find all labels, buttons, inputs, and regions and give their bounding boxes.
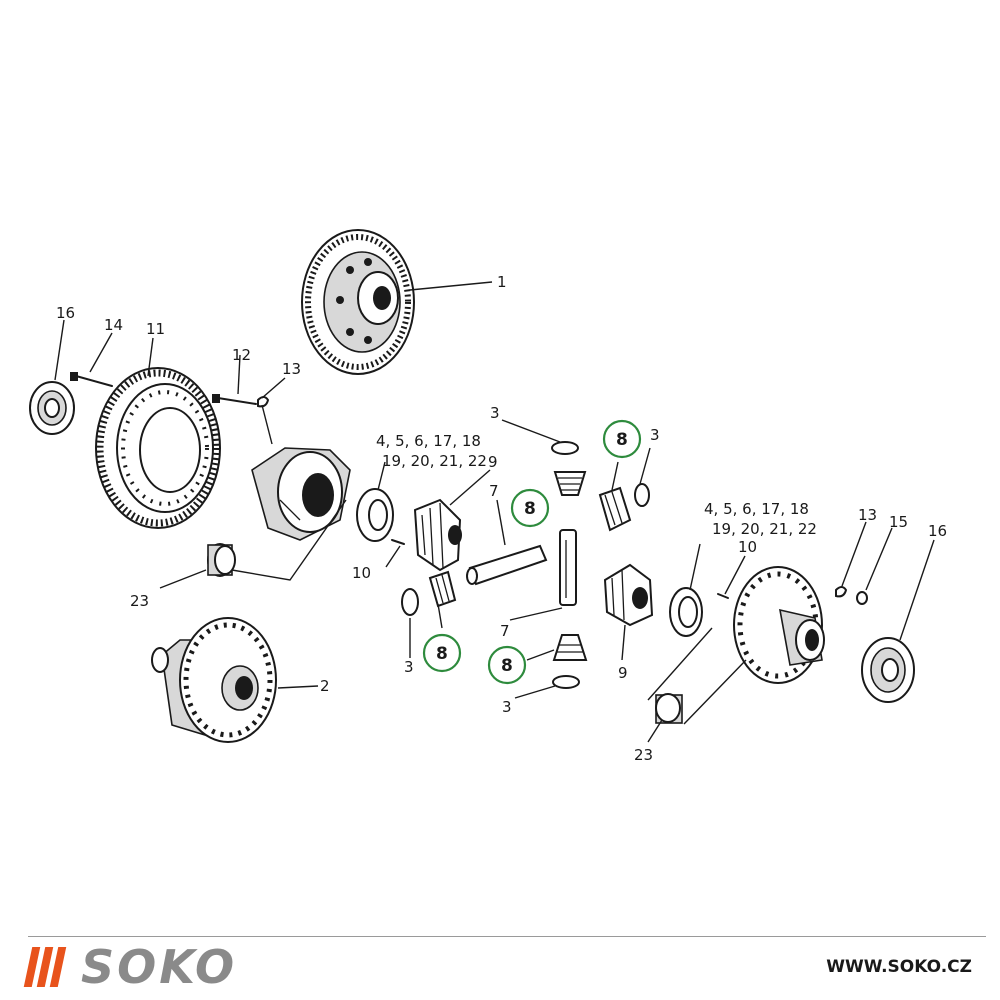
label-9a: 9 bbox=[488, 453, 498, 471]
part-bushing-right bbox=[655, 693, 683, 724]
part-pin-left bbox=[391, 539, 405, 545]
label-23b: 23 bbox=[634, 746, 653, 764]
footer-divider bbox=[28, 936, 986, 937]
part-crown-gear bbox=[301, 229, 415, 375]
label-3a: 3 bbox=[490, 404, 500, 422]
website-url[interactable]: WWW.SOKO.CZ bbox=[826, 957, 972, 977]
part-case-half-left bbox=[251, 447, 351, 541]
part-side-gear-right bbox=[603, 563, 654, 627]
label-16a: 16 bbox=[56, 304, 75, 322]
part-case-half-right bbox=[733, 566, 825, 684]
part-pinion-gear-right bbox=[598, 486, 632, 532]
leader-lines bbox=[54, 281, 935, 743]
label-3b: 3 bbox=[650, 426, 660, 444]
part-side-gear-left bbox=[413, 498, 462, 572]
soko-logo: SOKO bbox=[23, 940, 238, 994]
label-group-right-top: 4, 5, 6, 17, 18 bbox=[704, 500, 809, 518]
label-13a: 13 bbox=[282, 360, 301, 378]
label-15: 15 bbox=[889, 513, 908, 531]
part-bushing-left bbox=[207, 543, 236, 577]
label-3c: 3 bbox=[404, 658, 414, 676]
part-bearing-left bbox=[29, 381, 75, 435]
part-washer-bottom bbox=[552, 675, 580, 689]
part-clip-right bbox=[835, 586, 848, 598]
highlight-rings bbox=[422, 419, 642, 685]
part-pinion-gear-top bbox=[553, 471, 587, 496]
label-9b: 9 bbox=[618, 664, 628, 682]
label-12: 12 bbox=[232, 346, 251, 364]
label-8c: 8 bbox=[436, 644, 448, 664]
part-bolts bbox=[70, 372, 257, 405]
brand-name: SOKO bbox=[81, 940, 238, 994]
part-ring-gear bbox=[95, 367, 221, 529]
label-10b: 10 bbox=[738, 538, 757, 556]
label-13b: 13 bbox=[858, 506, 877, 524]
label-8d: 8 bbox=[501, 656, 513, 676]
label-1: 1 bbox=[497, 273, 507, 291]
part-pinion-gear-left bbox=[428, 570, 457, 608]
label-7b: 7 bbox=[500, 622, 510, 640]
label-14: 14 bbox=[104, 316, 123, 334]
logo-stripe-icon bbox=[49, 947, 67, 987]
part-washer-left bbox=[401, 588, 419, 616]
part-washer-top bbox=[551, 441, 579, 455]
part-bearing-right bbox=[861, 637, 915, 703]
label-7a: 7 bbox=[489, 482, 499, 500]
part-pinion-gear-bottom bbox=[552, 634, 588, 661]
label-3d: 3 bbox=[502, 698, 512, 716]
label-8a: 8 bbox=[616, 430, 628, 450]
part-washer-right bbox=[634, 483, 650, 507]
part-nut-right bbox=[856, 591, 868, 605]
label-8b: 8 bbox=[524, 499, 536, 519]
label-group-right-bottom: 19, 20, 21, 22 bbox=[712, 520, 817, 538]
label-2: 2 bbox=[320, 677, 330, 695]
part-clip-left bbox=[257, 396, 270, 408]
label-23a: 23 bbox=[130, 592, 149, 610]
label-10a: 10 bbox=[352, 564, 371, 582]
label-group-left-top: 4, 5, 6, 17, 18 bbox=[376, 432, 481, 450]
part-differential-housing bbox=[151, 617, 277, 743]
label-group-left-bottom: 19, 20, 21, 22 bbox=[382, 452, 487, 470]
part-pin-right bbox=[717, 593, 729, 599]
part-cross-shaft bbox=[466, 529, 577, 606]
label-16b: 16 bbox=[928, 522, 947, 540]
label-11: 11 bbox=[146, 320, 165, 338]
